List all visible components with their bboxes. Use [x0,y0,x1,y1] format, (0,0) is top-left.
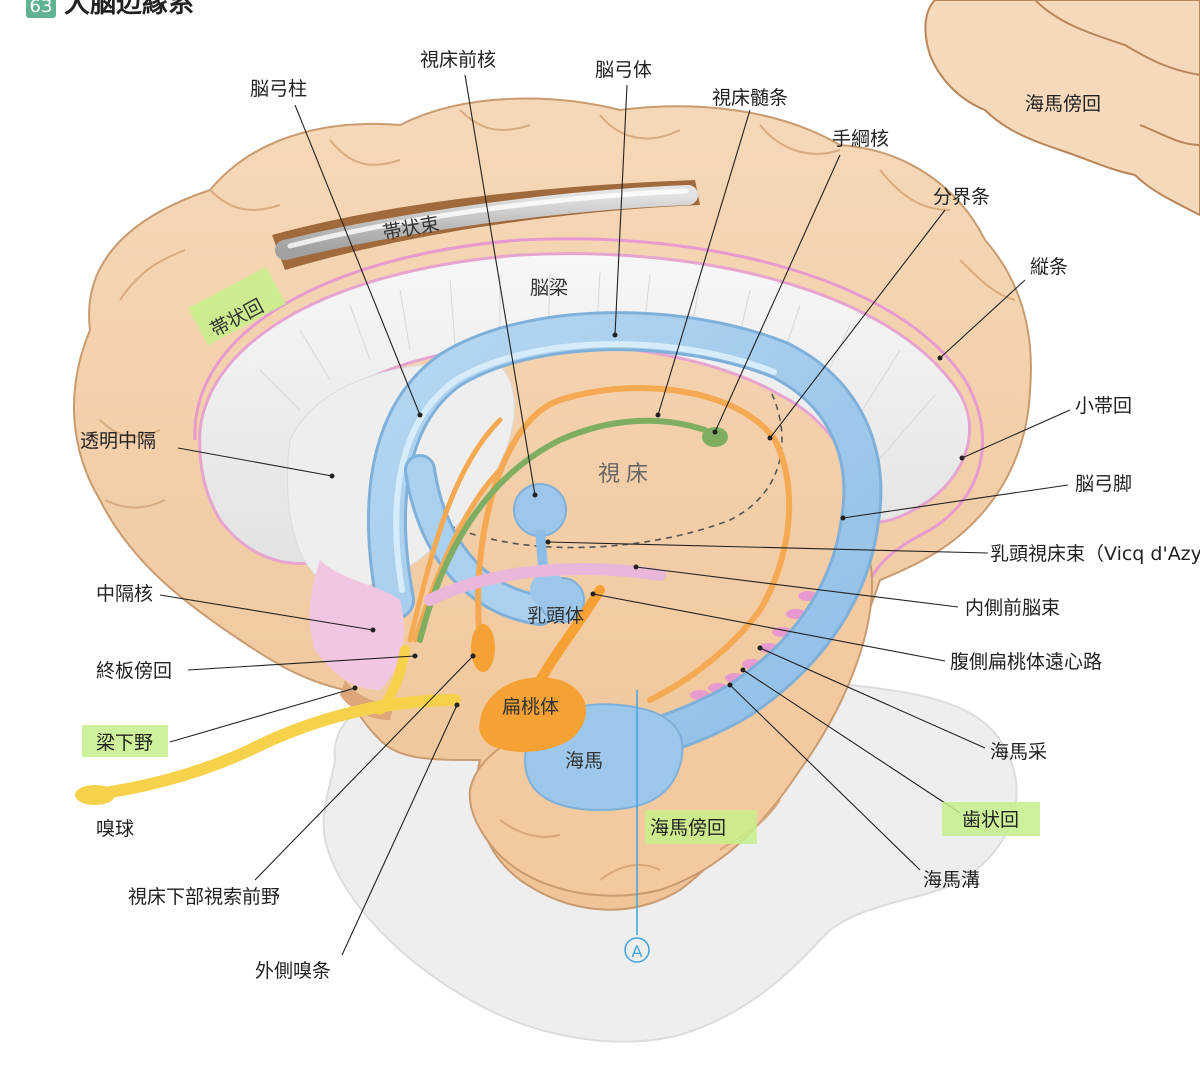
label-fornix-body: 脳弓体 [595,59,652,81]
page-header: 63 大脳辺縁系 [26,0,194,19]
label-parahippocampal-gyrus: 海馬傍回 [650,817,726,839]
label-medial-forebrain-bundle: 内側前脳束 [965,597,1060,619]
label-stria-terminalis: 分界条 [933,186,990,208]
label-anterior-thalamic-nucleus: 視床前核 [420,49,496,71]
label-fornix-crus: 脳弓脚 [1075,473,1132,495]
label-habenular-nucleus: 手綱核 [832,128,889,150]
page-number: 63 [30,0,53,17]
label-hippocampal-sulcus: 海馬溝 [923,869,980,891]
label-septal-nucleus: 中隔核 [96,583,153,605]
label-subcallosal-area: 梁下野 [96,732,153,754]
label-lateral-olfactory-stria: 外側嗅条 [255,960,331,982]
axis-marker-a: A [632,942,643,961]
label-corpus-callosum: 脳梁 [530,277,568,299]
label-amygdala: 扁桃体 [502,696,559,718]
label-stria-medullaris: 視床髄条 [712,87,788,109]
label-olfactory-bulb: 嗅球 [96,818,134,840]
label-preoptic-area: 視床下部視索前野 [128,886,280,908]
label-septum-pellucidum: 透明中隔 [80,430,156,452]
label-paraterminal-gyrus: 終板傍回 [96,660,172,682]
label-mammillary-body: 乳頭体 [527,605,584,627]
label-fasciolar-gyrus: 小帯回 [1075,395,1132,417]
label-parahippocampal-inset: 海馬傍回 [1025,93,1101,115]
label-fimbria: 海馬采 [990,741,1047,763]
label-hippocampus: 海馬 [565,750,603,772]
label-fornix-column: 脳弓柱 [250,78,307,100]
label-dentate-gyrus: 歯状回 [962,809,1019,831]
label-mammillothalamic-tract: 乳頭視床束（Vicq d'Azyr） [990,543,1200,565]
page-title: 大脳辺縁系 [64,0,194,19]
label-longitudinal-stria: 縦条 [1030,256,1068,278]
label-thalamus: 視床 [598,462,654,487]
label-ventral-amygdalofugal: 腹側扁桃体遠心路 [950,651,1102,673]
